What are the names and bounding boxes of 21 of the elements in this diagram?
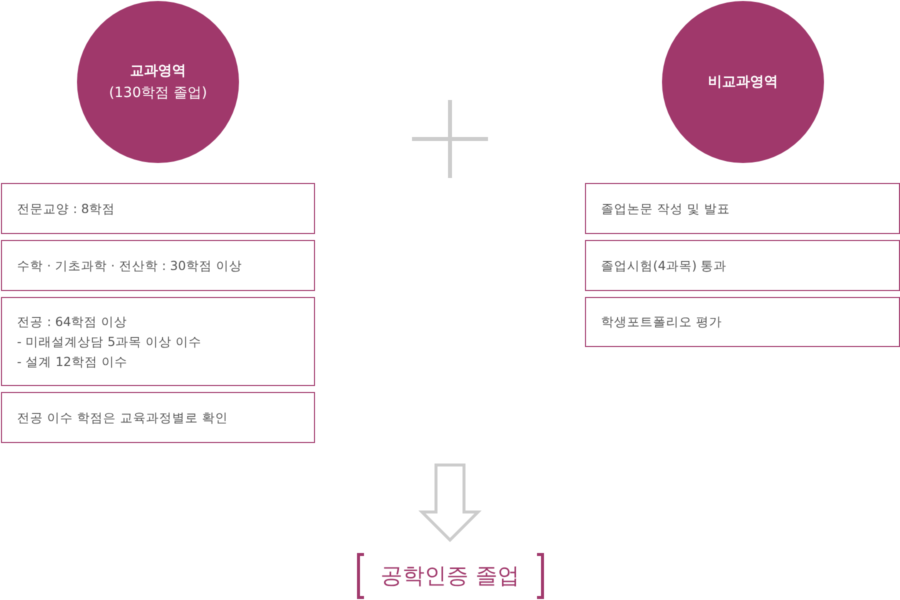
requirement-text: 전공 : 64학점 이상 [17, 312, 128, 330]
requirement-box [585, 183, 900, 234]
requirement-box [585, 297, 900, 347]
requirement-box [1, 183, 315, 234]
requirement-detail: - 설계 12학점 이수 [17, 352, 128, 370]
circle-title: 비교과영역 [708, 73, 778, 92]
requirement-text: 학생포트폴리오 평가 [601, 313, 723, 331]
requirement-text: 전공 이수 학점은 교육과정별로 확인 [17, 408, 229, 426]
requirement-box [1, 392, 315, 443]
requirement-box [1, 240, 315, 291]
requirement-text: 졸업논문 작성 및 발표 [601, 200, 731, 218]
requirement-box [585, 240, 900, 291]
requirement-detail: - 미래설계상담 5과목 이상 이수 [17, 332, 202, 350]
result-text: 공학인증 졸업 [380, 562, 520, 590]
requirement-text: 졸업시험(4과목) 통과 [601, 256, 728, 274]
circle-title: 교과영역 [130, 62, 186, 81]
requirement-box [1, 297, 315, 386]
circle-subtitle: (130학점 졸업) [108, 84, 208, 103]
requirement-text: 전문교양 : 8학점 [17, 200, 116, 218]
requirement-text: 수학 · 기초과학 · 전산학 : 30학점 이상 [17, 256, 243, 274]
down-arrow [418, 464, 482, 542]
